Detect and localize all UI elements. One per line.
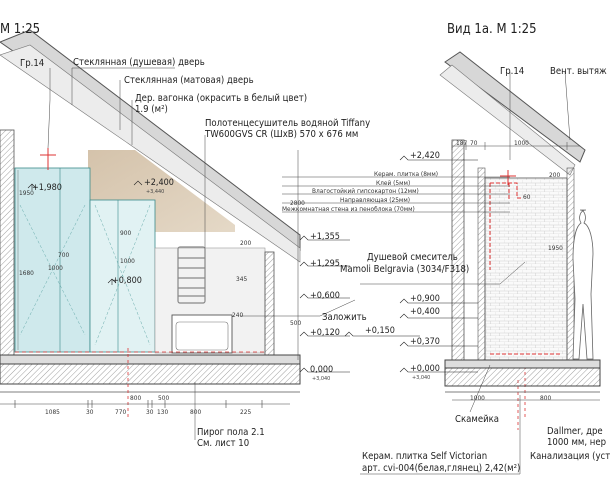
dim-label: 900 — [120, 229, 132, 237]
level-mark: +2,420 — [410, 151, 440, 161]
dim-label: 1000 — [514, 139, 529, 147]
level-mark: +0,150 — [365, 326, 395, 336]
level-mark: +0,000 — [410, 364, 440, 374]
dim-label: 240 — [232, 311, 244, 319]
layer-label-guide: Направляющая (25мм) — [340, 196, 411, 204]
glass-matte-door-label: Стеклянная (матовая) дверь — [124, 75, 254, 86]
vent-label: Вент. вытяж — [550, 66, 607, 77]
towel-rail — [177, 246, 206, 304]
level-sub: +3,440 — [146, 189, 165, 195]
dallmer-label: Dallmer, дре — [547, 426, 603, 437]
level-mark: +0,370 — [410, 337, 440, 347]
level-mark: +0,800 — [112, 276, 142, 286]
level-mark: +0,600 — [310, 291, 340, 301]
wood-lining-area: 1.9 (м²) — [135, 104, 168, 115]
dim-label: 30 — [86, 408, 94, 416]
level-sub: +3,040 — [312, 376, 331, 382]
dim-label: 1085 — [45, 408, 60, 416]
dim-label: 500 — [158, 394, 170, 402]
dim-label: 70 — [470, 139, 478, 147]
dim-label: 30 — [146, 408, 154, 416]
level-sub: +3,040 — [412, 375, 431, 381]
dim-label: 800 — [540, 394, 552, 402]
tile-title: Керам. плитка Self Victorian — [362, 451, 488, 462]
layer-label-glue: Клей (5мм) — [376, 179, 411, 187]
towel-rail-title: Полотенцесушитель водяной Tiffany — [205, 118, 371, 129]
right-section-drawing — [282, 51, 601, 475]
right-view-title: Вид 1а. М 1:25 — [447, 22, 537, 37]
dim-label: 345 — [236, 275, 248, 283]
layer-label-wall: Межкомнатная стена из пеноблока (70мм) — [282, 205, 415, 213]
dim-label: 1950 — [19, 189, 34, 197]
dim-label: 800 — [190, 408, 202, 416]
water-pipes — [489, 182, 562, 355]
dim-label: 500 — [290, 319, 302, 327]
right-roof-slope — [444, 51, 586, 163]
level-mark: 0,000 — [310, 365, 334, 375]
left-wall — [0, 129, 15, 361]
right-gr14-label: Гр.14 — [500, 66, 525, 77]
human-figure — [572, 209, 594, 360]
tile-model: арт. cvi-004(белая,глянец) 2,42(м²) — [362, 463, 521, 474]
dim-label: 800 — [130, 394, 142, 402]
left-view-right-wall — [264, 251, 275, 358]
dim-label: 60 — [523, 193, 531, 201]
level-mark: +0,900 — [410, 294, 440, 304]
dim-label: 1000 — [48, 264, 63, 272]
dim-label: 1950 — [548, 244, 563, 252]
sewer-label: Канализация (уст — [530, 451, 610, 462]
dim-label: 200 — [240, 239, 252, 247]
layer-label-drywall: Влагостойкий гипсокартон (12мм) — [312, 187, 419, 195]
left-scale-title: М 1:25 — [0, 22, 41, 37]
floor-pie-label: Пирог пола 2.1 — [197, 427, 265, 438]
left-section-drawing — [0, 29, 356, 440]
dim-label: 1000 — [470, 394, 485, 402]
dim-label: 1680 — [19, 269, 34, 277]
glass-shower-door-label: Стеклянная (душевая) дверь — [73, 57, 205, 68]
dim-label: 700 — [58, 251, 70, 259]
level-mark: +1,295 — [310, 259, 340, 269]
level-mark: +1,980 — [32, 183, 62, 193]
layer-label-tile: Керам. плитка (8мм) — [374, 170, 439, 178]
level-mark: +1,355 — [310, 232, 340, 242]
right-floor-slab — [444, 359, 601, 369]
dim-label: 2800 — [290, 199, 305, 207]
towel-rail-model: TW600GVS CR (ШхВ) 570 х 676 мм — [205, 129, 359, 140]
wood-lining-label: Дер. вагонка (окрасить в белый цвет) — [135, 93, 308, 104]
dim-label: 1000 — [120, 257, 135, 265]
level-mark: +2,400 — [144, 178, 174, 188]
zalozhit-label: Заложить — [322, 312, 367, 323]
mixer-model: Mamoli Belgravia (3034/F318) — [340, 264, 470, 275]
tiled-wall — [484, 177, 568, 362]
dim-label: 770 — [115, 408, 127, 416]
level-mark: +0,120 — [310, 328, 340, 338]
shower-glass-zone — [14, 167, 91, 353]
dim-label: 187 — [456, 139, 468, 147]
left-gr14-label: Гр.14 — [20, 58, 45, 69]
dallmer-length: 1000 мм, нер — [547, 437, 607, 448]
mixer-title: Душевой смеситель — [367, 252, 458, 263]
bench-label: Скамейка — [455, 414, 500, 425]
dim-label: 130 — [157, 408, 169, 416]
dim-label: 225 — [240, 408, 252, 416]
dim-label: 200 — [549, 171, 561, 179]
left-floor-slab — [0, 354, 301, 365]
see-sheet-label: См. лист 10 — [197, 438, 250, 449]
level-mark: +0,400 — [410, 307, 440, 317]
